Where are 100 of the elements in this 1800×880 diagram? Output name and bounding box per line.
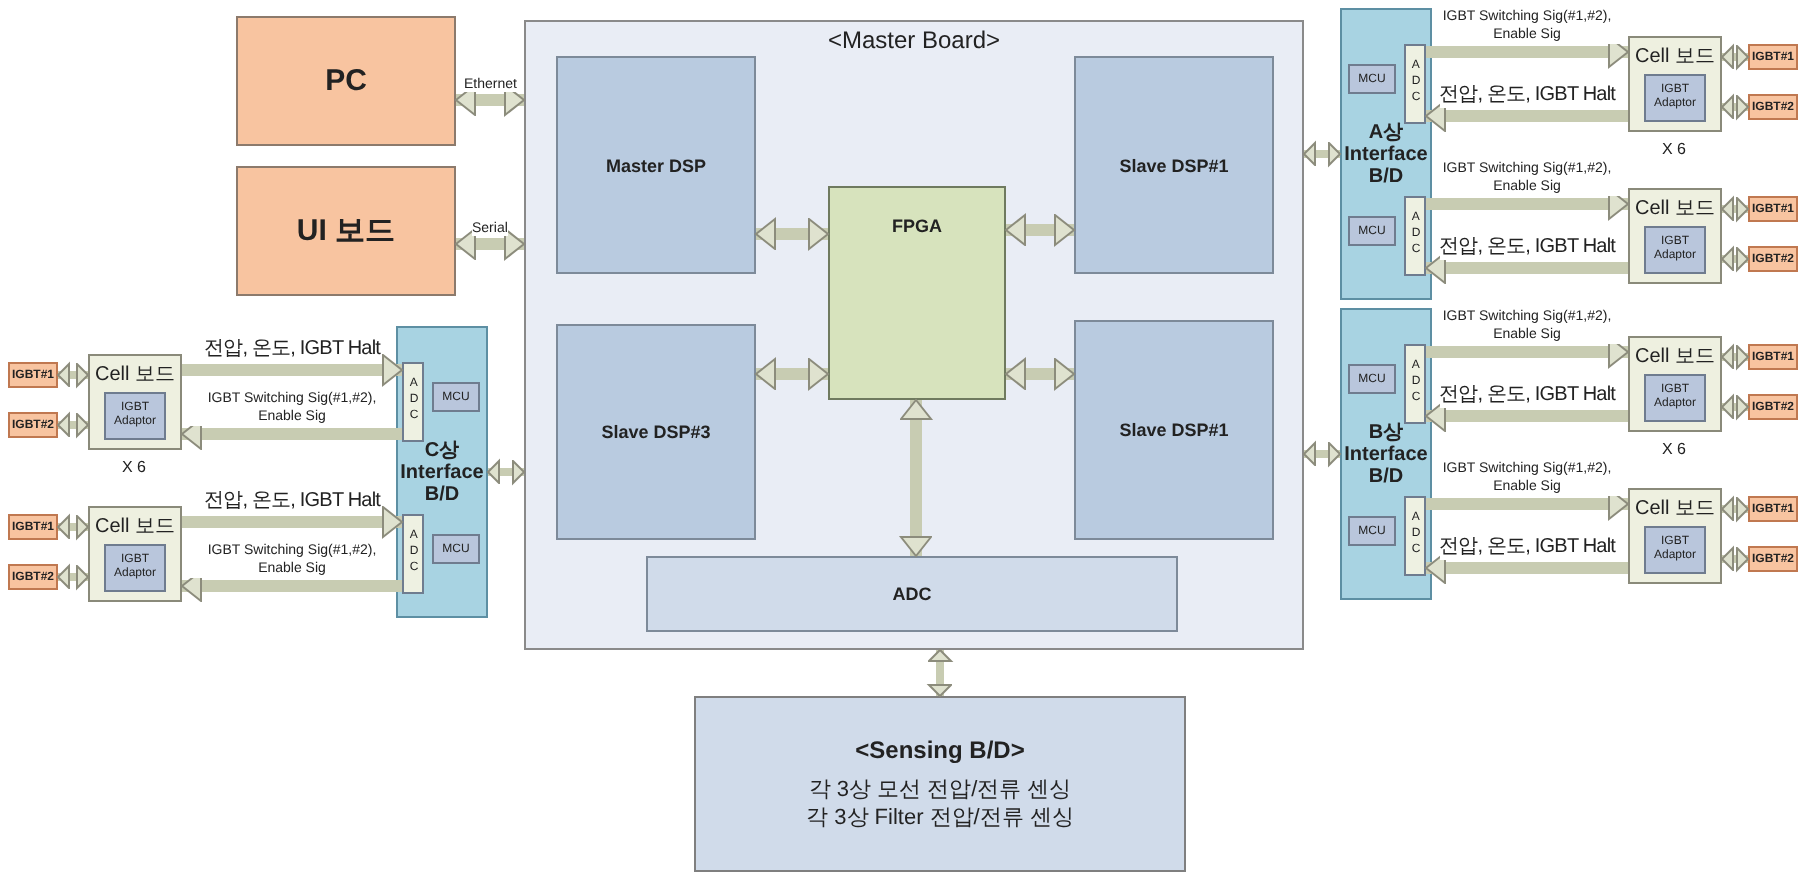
fpga-block — [828, 186, 1006, 400]
edge-label: 전압, 온도, IGBT Halt — [1439, 236, 1616, 260]
igbt-box — [8, 564, 58, 590]
multiplier-note: X 6 — [1662, 440, 1686, 458]
igbt-box — [1748, 94, 1798, 120]
cell-board — [88, 506, 182, 602]
edge-label: 전압, 온도, IGBT Halt — [204, 338, 381, 362]
interface-board — [1340, 308, 1432, 600]
board-label: Cell 보드 — [1634, 344, 1715, 370]
mcu-chip — [1348, 516, 1396, 546]
block-label: Slave DSP#1 — [1119, 155, 1229, 175]
adaptor-block — [104, 392, 166, 440]
mcu-chip — [1348, 364, 1396, 394]
arrow — [182, 354, 403, 386]
igbt-box — [1748, 246, 1798, 272]
mcu-chip — [1348, 64, 1396, 94]
igbt-box — [1748, 196, 1798, 222]
double-arrow — [57, 413, 89, 437]
adaptor-block — [1644, 526, 1706, 574]
double-arrow — [1721, 197, 1749, 221]
edge-label: 전압, 온도, IGBT Halt — [1439, 536, 1616, 560]
double-arrow — [1721, 95, 1749, 119]
double-arrow — [755, 218, 829, 250]
cell-board — [1628, 488, 1722, 584]
igbt-box — [1748, 546, 1798, 572]
cell-board — [1628, 188, 1722, 284]
sensing-board — [694, 696, 1186, 872]
multiplier-note: X 6 — [1662, 140, 1686, 158]
cell-board — [1628, 36, 1722, 132]
igbt-box — [1748, 344, 1798, 370]
adaptor-block — [1644, 74, 1706, 122]
adaptor-block — [104, 544, 166, 592]
double-arrow — [1005, 358, 1075, 390]
double-arrow — [1721, 547, 1749, 571]
edge-label: 전압, 온도, IGBT Halt — [204, 490, 381, 514]
igbt-box — [1748, 496, 1798, 522]
double-arrow — [1721, 395, 1749, 419]
cell-board — [88, 354, 182, 450]
double-arrow — [755, 358, 829, 390]
double-arrow — [455, 228, 525, 260]
edge-label: 전압, 온도, IGBT Halt — [1439, 84, 1616, 108]
double-arrow — [1721, 45, 1749, 69]
adc-chip — [402, 514, 424, 594]
double-arrow — [487, 460, 525, 484]
igbt-box — [1748, 44, 1798, 70]
cell-board — [1628, 336, 1722, 432]
igbt-box — [1748, 394, 1798, 420]
adc-chip — [1404, 44, 1426, 124]
double-arrow — [57, 565, 89, 589]
igbt-box — [8, 362, 58, 388]
dsp-block — [1074, 320, 1274, 540]
block-label: Master DSP — [605, 155, 707, 175]
mcu-chip — [1348, 216, 1396, 246]
block-label: FPGA — [891, 216, 942, 236]
double-arrow — [1303, 142, 1341, 166]
double-arrow — [900, 399, 932, 557]
arrow — [1425, 400, 1628, 432]
mcu-chip — [432, 382, 480, 412]
board-label: C상 Interface B/D — [398, 439, 486, 505]
double-arrow — [928, 649, 952, 697]
box-label: UI 보드 — [296, 212, 396, 250]
arrow — [1425, 252, 1628, 284]
arrow — [1425, 552, 1628, 584]
board-title: <Master Board> — [827, 26, 1001, 54]
double-arrow — [57, 363, 89, 387]
double-arrow — [1721, 247, 1749, 271]
adc-block — [646, 556, 1178, 632]
dsp-block — [1074, 56, 1274, 274]
interface-board — [1340, 8, 1432, 300]
double-arrow — [1005, 214, 1075, 246]
arrow — [1425, 100, 1628, 132]
adc-chip — [402, 362, 424, 442]
block-label: ADC — [892, 584, 932, 604]
board-panel — [524, 20, 1304, 650]
host-box — [236, 166, 456, 296]
dsp-block — [556, 324, 756, 540]
double-arrow — [1303, 442, 1341, 466]
board-label: Cell 보드 — [94, 514, 175, 540]
board-label: B상 Interface B/D — [1342, 421, 1430, 487]
board-text: 각 3상 모선 전압/전류 센싱 — [808, 776, 1072, 804]
adc-chip — [1404, 344, 1426, 424]
board-label: A상 Interface B/D — [1342, 121, 1430, 187]
box-label: PC — [325, 64, 367, 98]
board-label: Cell 보드 — [1634, 196, 1715, 222]
host-box — [236, 16, 456, 146]
interface-board — [396, 326, 488, 618]
adc-chip — [1404, 496, 1426, 576]
double-arrow — [1721, 497, 1749, 521]
board-label: Cell 보드 — [1634, 44, 1715, 70]
board-label: Cell 보드 — [1634, 496, 1715, 522]
dsp-block — [556, 56, 756, 274]
multiplier-note: X 6 — [122, 458, 146, 476]
adaptor-block — [1644, 374, 1706, 422]
board-label: Cell 보드 — [94, 362, 175, 388]
igbt-box — [8, 514, 58, 540]
block-label: Slave DSP#3 — [601, 422, 711, 442]
adc-chip — [1404, 196, 1426, 276]
board-text: 각 3상 Filter 전압/전류 센싱 — [806, 804, 1074, 832]
edge-label: 전압, 온도, IGBT Halt — [1439, 384, 1616, 408]
arrow — [182, 506, 403, 538]
